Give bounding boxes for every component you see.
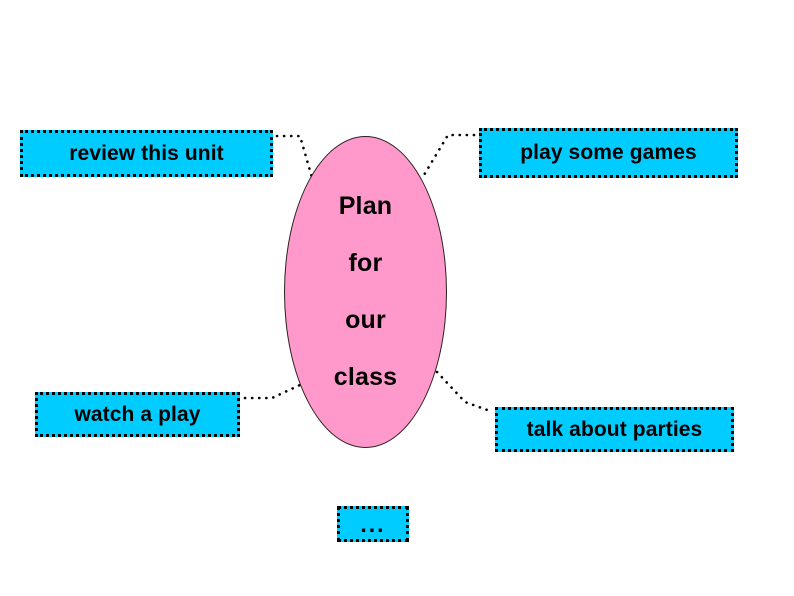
- branch-box-talk-about-parties[interactable]: talk about parties: [495, 407, 734, 452]
- connector-review-to-center: [275, 134, 315, 183]
- center-line-2: for: [348, 249, 383, 277]
- branch-box-review-this-unit[interactable]: review this unit: [20, 130, 273, 177]
- center-ellipse: Plan for our class: [284, 136, 447, 448]
- connector-games-to-center: [422, 133, 476, 177]
- center-line-3: our: [345, 306, 386, 334]
- center-line-1: Plan: [338, 192, 393, 220]
- center-line-4: class: [333, 363, 398, 391]
- branch-box-play-some-games[interactable]: play some games: [479, 128, 738, 178]
- branch-box-ellipsis[interactable]: ...: [337, 506, 409, 542]
- branch-box-watch-a-play[interactable]: watch a play: [35, 392, 240, 437]
